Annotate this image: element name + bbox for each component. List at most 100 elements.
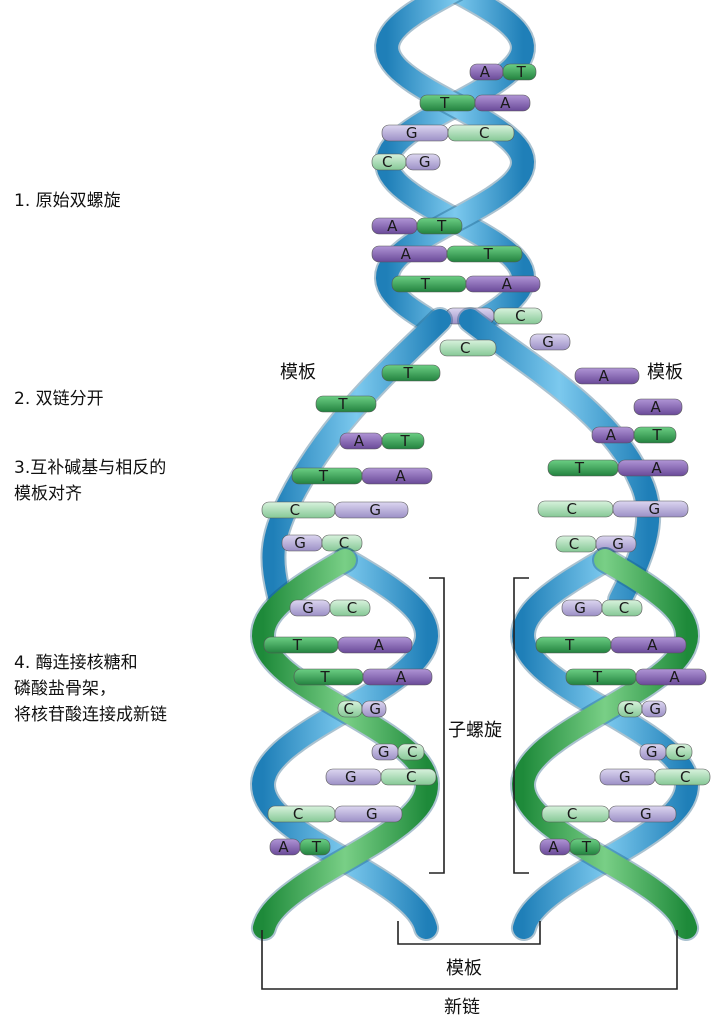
base-label: T	[318, 467, 329, 485]
base-label: G	[649, 700, 661, 718]
base-G	[361, 700, 387, 718]
step-2-strands-separate: 2. 双链分开	[14, 389, 104, 409]
base-label: A	[647, 636, 658, 654]
base-label: C	[290, 501, 300, 519]
base-label: C	[293, 805, 303, 823]
left-daughter-new	[251, 549, 439, 939]
base-label: A	[401, 245, 412, 263]
base-label: A	[374, 636, 385, 654]
base-C	[380, 768, 437, 786]
base-T	[381, 364, 441, 382]
base-label: G	[640, 805, 652, 823]
base-label: A	[606, 426, 617, 444]
base-C	[439, 339, 497, 357]
base-C	[665, 743, 693, 761]
base-G	[595, 535, 637, 553]
base-label: G	[302, 599, 314, 617]
base-G	[612, 500, 689, 518]
base-T	[381, 432, 425, 450]
base-T	[299, 838, 331, 856]
base-label: C	[624, 700, 634, 718]
base-label: A	[395, 467, 406, 485]
base-label: T	[311, 838, 322, 856]
base-label: C	[680, 768, 690, 786]
free-nucleotide: T	[381, 364, 441, 382]
base-label: G	[542, 333, 554, 351]
base-label: T	[592, 668, 603, 686]
base-label: G	[294, 534, 306, 552]
new-strand-label: 新链	[444, 997, 480, 1018]
base-label: C	[567, 805, 577, 823]
base-A	[610, 636, 687, 654]
base-label: T	[337, 395, 348, 413]
base-label: A	[278, 838, 289, 856]
base-label: C	[567, 500, 577, 518]
right-daughter-new	[511, 549, 699, 939]
base-C	[601, 599, 643, 617]
base-label: T	[292, 636, 303, 654]
base-label: A	[354, 432, 365, 450]
free-nucleotide: A	[574, 367, 640, 385]
template-label-right: 模板	[647, 362, 683, 383]
base-label: A	[502, 275, 513, 293]
base-label: C	[515, 307, 525, 325]
base-C	[329, 599, 371, 617]
base-T	[315, 395, 377, 413]
base-T	[569, 838, 601, 856]
base-label: C	[347, 599, 357, 617]
base-label: G	[369, 700, 381, 718]
left-daughter-template	[251, 549, 439, 939]
base-label: G	[366, 805, 378, 823]
free-nucleotide: G	[529, 333, 571, 351]
base-label: T	[403, 364, 414, 382]
base-label: C	[619, 599, 629, 617]
base-label: G	[646, 743, 658, 761]
top-strand-b	[375, 0, 535, 329]
base-label: T	[581, 838, 592, 856]
base-A	[633, 398, 683, 416]
base-label: A	[599, 367, 610, 385]
base-label: C	[382, 153, 392, 171]
base-T	[416, 217, 463, 235]
base-A	[617, 459, 689, 477]
base-label: G	[619, 768, 631, 786]
base-label: G	[612, 535, 624, 553]
base-label: G	[406, 124, 418, 142]
base-label: C	[339, 534, 349, 552]
base-label: T	[483, 245, 494, 263]
base-label: T	[574, 459, 585, 477]
step-4-enzyme-link: 4. 酶连接核糖和 磷酸盐骨架， 将核苷酸连接成新链	[14, 653, 167, 725]
base-label: G	[574, 599, 586, 617]
base-label: G	[345, 768, 357, 786]
base-C	[493, 307, 543, 325]
base-label: T	[319, 668, 330, 686]
base-label: A	[651, 459, 662, 477]
base-A	[474, 94, 531, 112]
base-C	[397, 743, 425, 761]
base-label: A	[650, 398, 661, 416]
